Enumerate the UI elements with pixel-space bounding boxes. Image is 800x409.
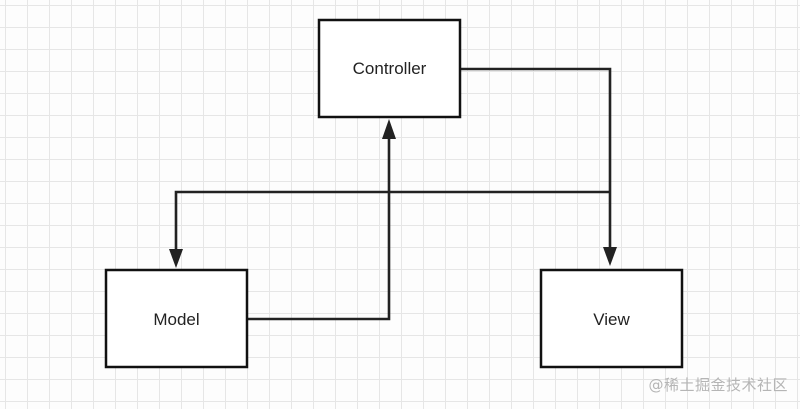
model-label: Model [153, 310, 199, 329]
model-node: Model [104, 268, 249, 369]
view-node: View [539, 268, 684, 369]
watermark-text: @稀土掘金技术社区 [648, 376, 788, 394]
controller-label: Controller [353, 59, 427, 78]
controller-node: Controller [317, 18, 462, 119]
controller-box [317, 18, 462, 119]
edge-model-to-controller [247, 138, 391, 321]
arrowhead-model [169, 249, 183, 268]
view-box [539, 268, 684, 369]
arrowhead-view [603, 247, 617, 266]
view-label: View [593, 310, 630, 329]
edge-controller-to-model [174, 190, 610, 250]
model-box [104, 268, 249, 369]
edge-controller-to-view [460, 67, 612, 248]
arrowhead-controller [382, 119, 396, 139]
